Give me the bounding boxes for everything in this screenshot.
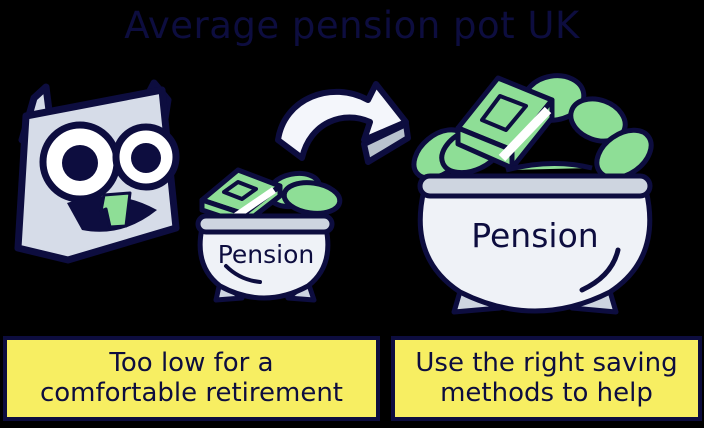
arrow-body — [275, 81, 409, 161]
character-eye-right — [112, 123, 180, 191]
caption-left-line1: Too low for a — [109, 348, 274, 379]
caption-left-line2: comfortable retirement — [39, 377, 344, 408]
pot-small-label: Pension — [218, 240, 315, 269]
pot-small-rim — [195, 213, 335, 235]
pot-large-money-band — [498, 106, 552, 162]
pension-pot-large: Pension — [402, 62, 668, 320]
growth-arrow — [272, 78, 412, 183]
pot-large-body — [417, 187, 653, 314]
character-tongue — [99, 191, 132, 229]
caption-right-line1: Use the right saving — [415, 348, 678, 379]
pot-large-money — [411, 73, 654, 181]
pot-large-shine — [579, 247, 621, 293]
caption-box-right: Use the right saving methods to help — [391, 336, 702, 421]
pot-small-body — [197, 225, 331, 301]
pot-large-label: Pension — [471, 216, 598, 255]
surprised-owl-character — [4, 78, 186, 266]
pot-small-money-band — [234, 187, 276, 219]
caption-right-line2: methods to help — [440, 377, 653, 408]
character-eye-left — [39, 121, 121, 203]
page-title: Average pension pot UK — [124, 4, 580, 47]
caption-box-left: Too low for a comfortable retirement — [3, 336, 380, 421]
pot-large-rim — [417, 173, 653, 199]
pot-small-shine — [224, 264, 262, 284]
pension-pot-small: Pension — [186, 158, 346, 318]
